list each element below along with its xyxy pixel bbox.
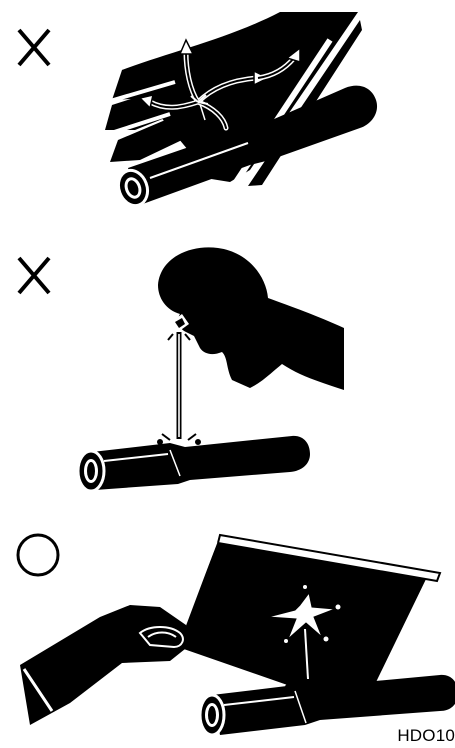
panel-cardboard-test: HDO10 [0, 515, 455, 748]
panel-2-drawing [0, 240, 455, 510]
x-mark-icon [19, 258, 49, 293]
figure-code-label: HDO10 [397, 726, 455, 746]
panel-3-drawing [0, 515, 455, 748]
circle-mark-icon [18, 535, 58, 575]
face-over-pipe-leak-icon [78, 247, 344, 491]
hand-feeling-pipe-leak-icon [105, 12, 377, 210]
cardboard-test-leak-icon [20, 535, 455, 735]
panel-hand-over-leak [0, 0, 455, 220]
panel-1-drawing [0, 0, 455, 220]
panel-face-over-leak [0, 240, 455, 510]
x-mark-icon [19, 30, 49, 65]
